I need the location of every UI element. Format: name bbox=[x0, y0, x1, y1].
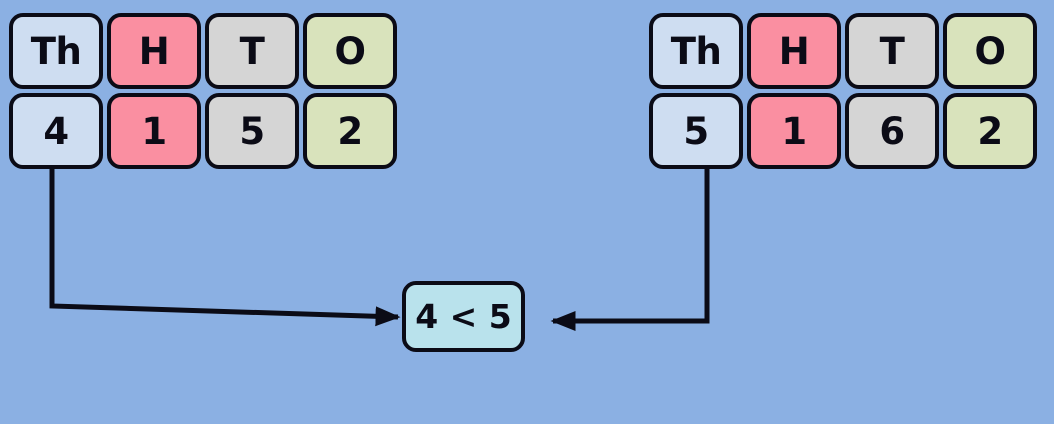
digit-cell-hundreds-right[interactable]: 1 bbox=[747, 93, 841, 169]
left-connector-line bbox=[49, 160, 401, 327]
digit-cell-thousands-left[interactable]: 4 bbox=[9, 93, 103, 169]
place-value-table-right: Th H T O 5 1 6 2 bbox=[649, 13, 1037, 169]
header-row-right: Th H T O bbox=[649, 13, 1037, 89]
header-cell-ones-right[interactable]: O bbox=[943, 13, 1037, 89]
digit-cell-thousands-right[interactable]: 5 bbox=[649, 93, 743, 169]
header-row-left: Th H T O bbox=[9, 13, 397, 89]
digit-cell-ones-right[interactable]: 2 bbox=[943, 93, 1037, 169]
header-cell-hundreds-left[interactable]: H bbox=[107, 13, 201, 89]
header-cell-hundreds-right[interactable]: H bbox=[747, 13, 841, 89]
header-cell-thousands-right[interactable]: Th bbox=[649, 13, 743, 89]
digit-cell-ones-left[interactable]: 2 bbox=[303, 93, 397, 169]
header-cell-tens-left[interactable]: T bbox=[205, 13, 299, 89]
digit-cell-tens-left[interactable]: 5 bbox=[205, 93, 299, 169]
header-cell-ones-left[interactable]: O bbox=[303, 13, 397, 89]
digit-cell-hundreds-left[interactable]: 1 bbox=[107, 93, 201, 169]
right-connector-line bbox=[550, 160, 710, 331]
place-value-table-left: Th H T O 4 1 5 2 bbox=[9, 13, 397, 169]
digit-row-right: 5 1 6 2 bbox=[649, 93, 1037, 169]
digit-cell-tens-right[interactable]: 6 bbox=[845, 93, 939, 169]
header-cell-thousands-left[interactable]: Th bbox=[9, 13, 103, 89]
digit-row-left: 4 1 5 2 bbox=[9, 93, 397, 169]
header-cell-tens-right[interactable]: T bbox=[845, 13, 939, 89]
comparison-result-box[interactable]: 4 < 5 bbox=[402, 281, 525, 352]
